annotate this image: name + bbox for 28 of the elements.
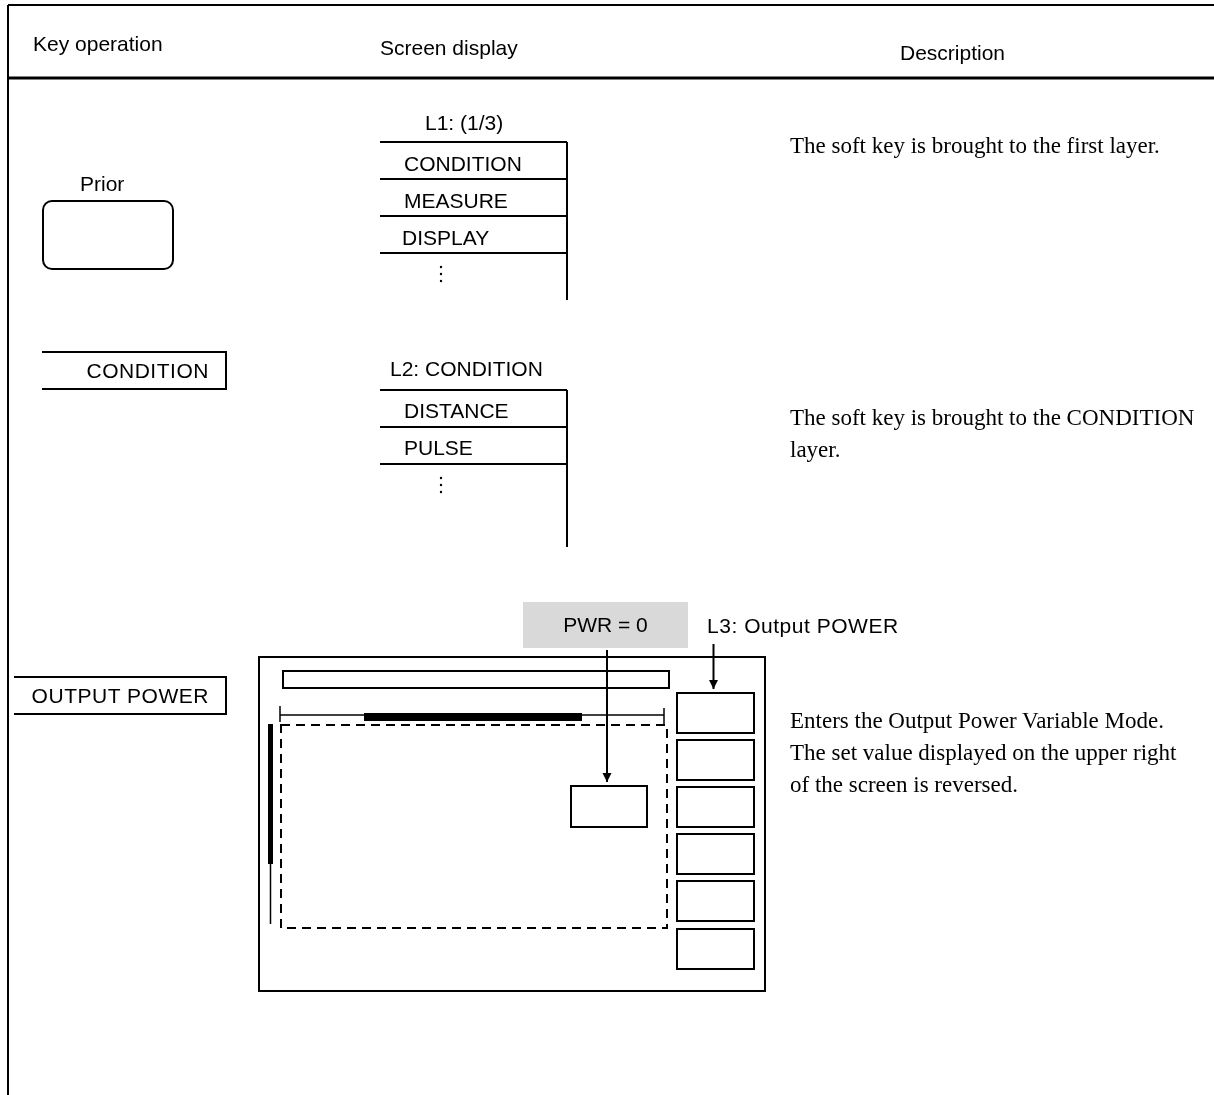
description-text: The soft key is brought to the first layer. [790, 132, 1160, 160]
soft-key-box [676, 880, 755, 922]
soft-key: CONDITION [42, 351, 227, 390]
column-header: Description [900, 40, 1006, 66]
layer-label: L3: Output POWER [707, 613, 899, 639]
column-header: Screen display [380, 35, 518, 61]
value-box [570, 785, 648, 828]
soft-key-box [676, 739, 755, 781]
soft-key-label: DISTANCE [404, 398, 509, 424]
soft-key-box [676, 692, 755, 734]
soft-key-label: DISPLAY [402, 225, 490, 251]
description-text: Enters the Output Power Variable Mode. The set value displayed on the upper right of the screen is reversed. [790, 707, 1178, 799]
arrow [709, 643, 718, 690]
soft-key-box [676, 786, 755, 828]
arrow [602, 649, 612, 783]
screen-frame [258, 656, 766, 992]
soft-key-box [676, 928, 755, 970]
layer-label: L2: CONDITION [390, 356, 543, 382]
soft-key-label: PULSE [404, 435, 473, 461]
soft-key-box [676, 833, 755, 875]
column-header: Key operation [33, 31, 163, 57]
reversed-value-label: PWR = 0 [523, 602, 688, 648]
key-label: Prior [80, 171, 125, 197]
soft-key: OUTPUT POWER [14, 676, 227, 715]
description-text: The soft key is brought to the CONDITION layer. [790, 404, 1196, 464]
layer-label: L1: (1/3) [425, 110, 504, 136]
soft-key-label: CONDITION [404, 151, 522, 177]
soft-key-label: MEASURE [404, 188, 508, 214]
